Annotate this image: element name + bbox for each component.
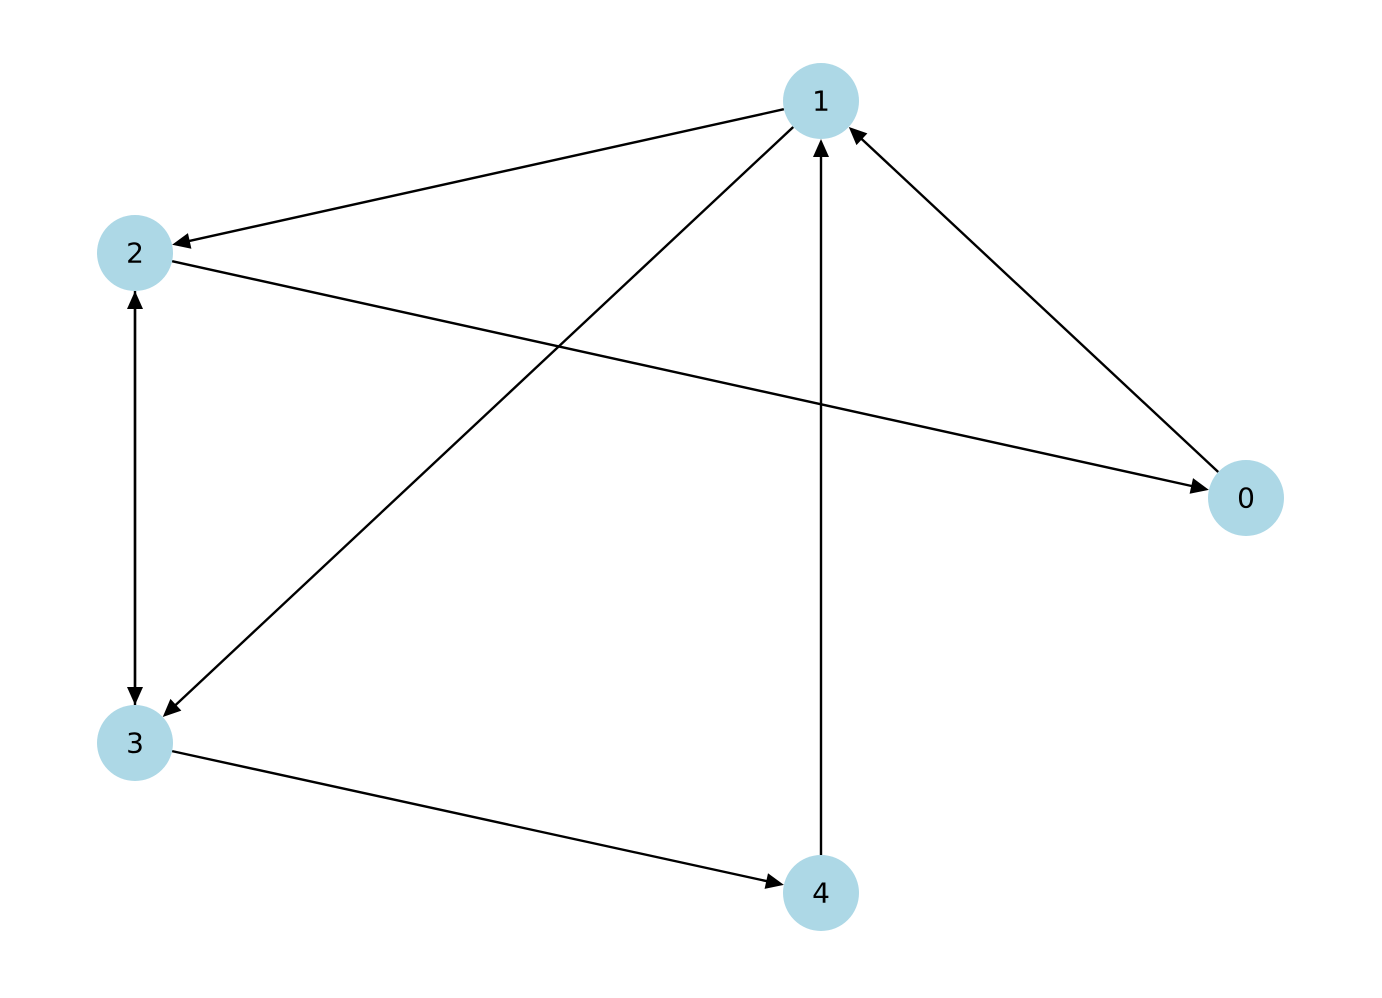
node-circle-0 bbox=[1208, 460, 1284, 536]
arrowhead-icon-0-1 bbox=[848, 126, 868, 146]
edges-layer bbox=[127, 108, 1220, 889]
node-label-1: 1 bbox=[812, 85, 830, 118]
arrowhead-icon-4-1 bbox=[813, 139, 829, 157]
arrowhead-icon-3-4 bbox=[764, 873, 784, 889]
node-label-0: 0 bbox=[1237, 482, 1255, 515]
node-1: 1 bbox=[783, 63, 859, 139]
nodes-layer: 0 1 2 3 4 bbox=[97, 63, 1284, 931]
edge-3-to-2 bbox=[127, 291, 143, 705]
node-0: 0 bbox=[1208, 460, 1284, 536]
edge-4-to-1 bbox=[813, 139, 829, 855]
edge-1-to-3 bbox=[162, 126, 795, 718]
node-label-2: 2 bbox=[126, 237, 144, 270]
arrowhead-icon-3-2 bbox=[127, 291, 143, 309]
edge-line-1-2 bbox=[187, 108, 785, 243]
edge-line-0-1 bbox=[859, 136, 1220, 473]
edge-line-2-0 bbox=[171, 260, 1194, 488]
arrowhead-icon-1-2 bbox=[172, 233, 192, 249]
edge-line-1-3 bbox=[173, 126, 795, 707]
node-label-3: 3 bbox=[126, 727, 144, 760]
node-circle-1 bbox=[783, 63, 859, 139]
node-2: 2 bbox=[97, 215, 173, 291]
node-3: 3 bbox=[97, 705, 173, 781]
node-4: 4 bbox=[783, 855, 859, 931]
node-circle-2 bbox=[97, 215, 173, 291]
edge-line-3-4 bbox=[171, 749, 769, 883]
arrowhead-icon-2-0 bbox=[1189, 478, 1209, 494]
edge-3-to-4 bbox=[171, 749, 784, 889]
node-label-4: 4 bbox=[812, 877, 830, 910]
edge-2-to-0 bbox=[171, 260, 1209, 494]
edge-0-to-1 bbox=[848, 126, 1220, 473]
arrowhead-icon-1-3 bbox=[162, 698, 182, 718]
node-circle-3 bbox=[97, 705, 173, 781]
edge-1-to-2 bbox=[172, 108, 785, 249]
node-circle-4 bbox=[783, 855, 859, 931]
